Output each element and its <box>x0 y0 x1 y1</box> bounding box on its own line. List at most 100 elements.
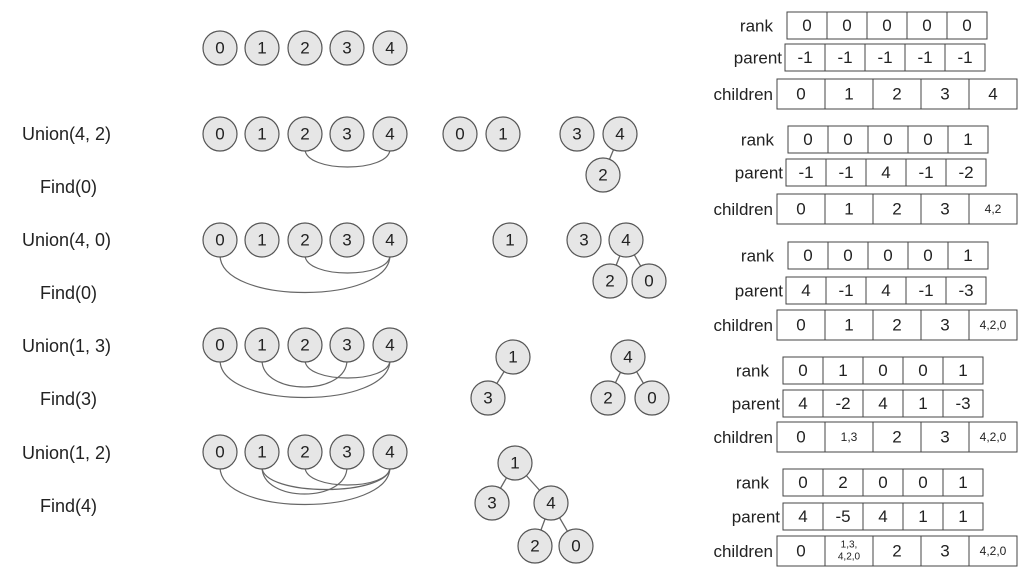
element-node: 3 <box>329 327 365 363</box>
rank-value: 1 <box>963 246 972 265</box>
children-value: 4,2,0 <box>980 544 1007 558</box>
forest-node: 1 <box>492 222 528 258</box>
union-arc <box>219 359 391 398</box>
union-arc <box>304 254 391 274</box>
forest-node: 0 <box>558 528 594 564</box>
parent-value: -1 <box>838 281 853 300</box>
rank-value: 0 <box>923 130 932 149</box>
parent-label: parent <box>734 49 782 68</box>
element-node: 1 <box>244 30 280 66</box>
operation-find-4: Find(4) <box>40 496 97 516</box>
parent-value: 4 <box>798 507 807 526</box>
element-node-label: 0 <box>215 231 224 250</box>
forest-node: 2 <box>590 380 626 416</box>
parent-cell <box>902 502 944 531</box>
forest-node: 3 <box>566 222 602 258</box>
parent-cell <box>902 389 944 418</box>
rank-cell <box>902 468 944 497</box>
children-label: children <box>713 200 773 219</box>
rank-value: 1 <box>838 361 847 380</box>
element-node-label: 2 <box>300 125 309 144</box>
forest-node: 3 <box>559 116 595 152</box>
svg-text:3: 3 <box>483 389 492 408</box>
children-cell <box>776 78 826 110</box>
element-node-label: 4 <box>385 336 394 355</box>
union-arc <box>304 359 391 379</box>
element-node: 0 <box>202 434 238 470</box>
parent-cell <box>944 43 986 72</box>
parent-value: 4 <box>798 394 807 413</box>
children-value: 2 <box>892 542 901 561</box>
parent-cell <box>945 158 987 187</box>
operation-find-0: Find(0) <box>40 177 97 197</box>
element-node-label: 1 <box>257 39 266 58</box>
parent-value: 4 <box>881 163 890 182</box>
children-value: 3 <box>940 85 949 104</box>
forest-node: 3 <box>474 485 510 521</box>
parent-cell <box>785 158 827 187</box>
children-value: 1 <box>844 85 853 104</box>
svg-text:1: 1 <box>498 125 507 144</box>
children-label: children <box>713 542 773 561</box>
children-value: 4 <box>988 85 997 104</box>
parent-label: parent <box>735 282 783 301</box>
forest-node: 2 <box>517 528 553 564</box>
element-node: 3 <box>329 434 365 470</box>
svg-text:2: 2 <box>598 166 607 185</box>
element-node-label: 4 <box>385 39 394 58</box>
operation-union-4-2: Union(4, 2) <box>22 124 111 144</box>
rank-label: rank <box>741 131 775 150</box>
element-node: 4 <box>372 434 408 470</box>
rank-cell <box>907 241 949 270</box>
svg-text:4: 4 <box>546 494 555 513</box>
children-cell <box>968 309 1018 341</box>
children-value: 3 <box>940 542 949 561</box>
parent-cell <box>905 158 947 187</box>
forest-node: 2 <box>585 157 621 193</box>
element-node-label: 3 <box>342 336 351 355</box>
rank-value: 2 <box>838 473 847 492</box>
element-node-label: 0 <box>215 443 224 462</box>
element-node: 2 <box>287 30 323 66</box>
parent-value: -1 <box>838 163 853 182</box>
rank-value: 0 <box>962 16 971 35</box>
element-node: 0 <box>202 116 238 152</box>
element-node: 4 <box>372 222 408 258</box>
children-value: 1,3 <box>841 430 858 444</box>
rank-value: 0 <box>882 16 891 35</box>
parent-value: -1 <box>917 48 932 67</box>
element-node: 4 <box>372 116 408 152</box>
rank-value: 0 <box>883 246 892 265</box>
parent-cell <box>825 276 867 305</box>
parent-cell <box>942 389 984 418</box>
element-node: 2 <box>287 434 323 470</box>
svg-text:3: 3 <box>579 231 588 250</box>
element-node-label: 1 <box>257 443 266 462</box>
element-node: 1 <box>244 222 280 258</box>
rank-cell <box>866 11 908 40</box>
children-value: 2 <box>892 428 901 447</box>
element-node-label: 4 <box>385 443 394 462</box>
operation-union-1-3: Union(1, 3) <box>22 336 111 356</box>
element-node-label: 3 <box>342 39 351 58</box>
rank-value: 0 <box>843 246 852 265</box>
element-node-label: 3 <box>342 125 351 144</box>
rank-cell <box>942 468 984 497</box>
parent-value: -2 <box>958 163 973 182</box>
element-node: 4 <box>372 327 408 363</box>
rank-cell <box>827 125 869 154</box>
parent-cell <box>825 158 867 187</box>
rank-value: 0 <box>878 473 887 492</box>
rank-cell <box>946 11 988 40</box>
element-node-label: 4 <box>385 231 394 250</box>
parent-label: parent <box>732 508 780 527</box>
children-value: 1 <box>844 200 853 219</box>
element-node-label: 1 <box>257 125 266 144</box>
operation-union-1-2: Union(1, 2) <box>22 443 111 463</box>
children-cell <box>968 78 1018 110</box>
rank-cell <box>947 125 989 154</box>
parent-value: -1 <box>877 48 892 67</box>
